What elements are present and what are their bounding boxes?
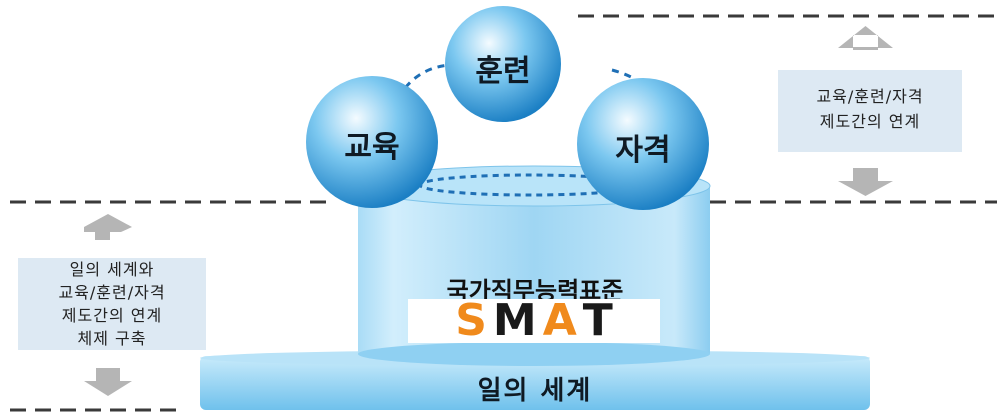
smat-logo: S M A T	[408, 299, 660, 343]
sphere-qualification	[577, 78, 709, 210]
base-label: 일의 세계	[477, 376, 593, 406]
sphere-training-label: 훈련	[475, 54, 531, 89]
right-up-arrow	[838, 26, 893, 50]
logo-letter-m: M	[492, 295, 537, 346]
right-description-box: 교육/훈련/자격 제도간의 연계	[778, 70, 962, 152]
right-box-line-2: 제도간의 연계	[819, 112, 921, 131]
sphere-training	[445, 6, 561, 122]
left-down-arrow	[84, 368, 132, 396]
left-up-arrow	[84, 214, 132, 240]
sphere-education-label: 교육	[344, 130, 400, 165]
logo-letter-a: A	[542, 295, 577, 346]
left-box-line-1: 일의 세계와	[69, 260, 155, 279]
left-box-line-3: 제도간의 연계	[61, 306, 163, 325]
sphere-qualification-label: 자격	[615, 133, 671, 168]
connector-arc-left	[390, 63, 451, 111]
left-box-line-2: 교육/훈련/자격	[58, 283, 166, 302]
right-box-line-1: 교육/훈련/자격	[816, 87, 924, 106]
left-description-box: 일의 세계와 교육/훈련/자격 제도간의 연계 체제 구축	[18, 258, 206, 350]
logo-letter-s: S	[455, 295, 487, 346]
left-box-line-4: 체제 구축	[77, 329, 147, 348]
right-down-arrow	[838, 168, 893, 196]
logo-letter-t: T	[582, 295, 613, 346]
sphere-education	[306, 76, 438, 208]
